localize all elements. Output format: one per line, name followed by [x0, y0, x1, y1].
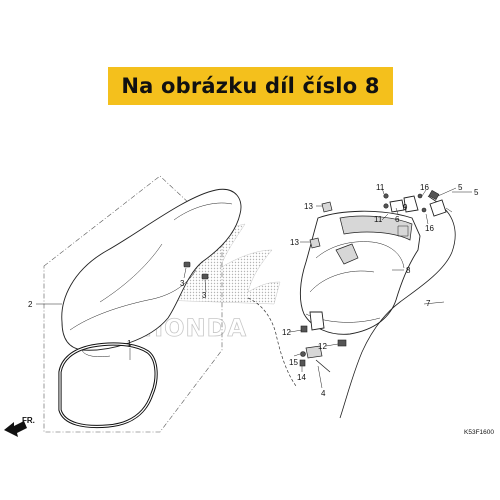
front-direction-arrow: FR.: [4, 416, 35, 437]
callout-11a: 11: [376, 183, 385, 192]
callout-6: 6: [395, 215, 400, 224]
hose-part-4: [247, 297, 297, 387]
callout-11b: 11: [374, 215, 383, 224]
callout-7: 7: [426, 299, 431, 308]
luggage-box-part-8: [299, 210, 421, 335]
callout-2: 2: [28, 300, 33, 309]
callout-12a: 12: [282, 328, 291, 337]
callout-14: 14: [297, 373, 306, 382]
callout-5b: 5: [458, 183, 463, 192]
callout-3a: 3: [180, 279, 185, 288]
callout-3b: 3: [202, 291, 207, 300]
luggage-box-hardware: [299, 201, 347, 367]
diagram-code: K53F1600: [464, 429, 494, 436]
callout-leader-lines: [36, 187, 472, 389]
callout-numbers: 1 2 3 3 4 5 5 6 7 8 9 11 11 12 12 13 13 …: [28, 183, 479, 398]
seat-group-frame: [43, 175, 223, 433]
callout-1: 1: [127, 339, 132, 348]
part-number-banner: Na obrázku díl číslo 8: [108, 67, 393, 105]
seat-lock-cable-part-7: [339, 189, 456, 419]
grommet-part-3: [183, 261, 209, 280]
callout-4: 4: [321, 389, 326, 398]
direction-label: FR.: [22, 416, 35, 425]
callout-9: 9: [403, 203, 408, 212]
callout-8: 8: [406, 266, 411, 275]
callout-5a: 5: [474, 188, 479, 197]
callout-13a: 13: [304, 202, 313, 211]
hose-end-part-4: [315, 359, 331, 373]
callout-16b: 16: [425, 224, 434, 233]
banner-text: Na obrázku díl číslo 8: [121, 74, 380, 98]
callout-12b: 12: [318, 342, 327, 351]
seat-gasket-part-1: [58, 342, 158, 429]
seat-latch-assembly: [383, 193, 453, 217]
callout-13b: 13: [290, 238, 299, 247]
callout-16a: 16: [420, 183, 429, 192]
seat-part-2: [61, 188, 242, 357]
callout-15: 15: [289, 358, 298, 367]
